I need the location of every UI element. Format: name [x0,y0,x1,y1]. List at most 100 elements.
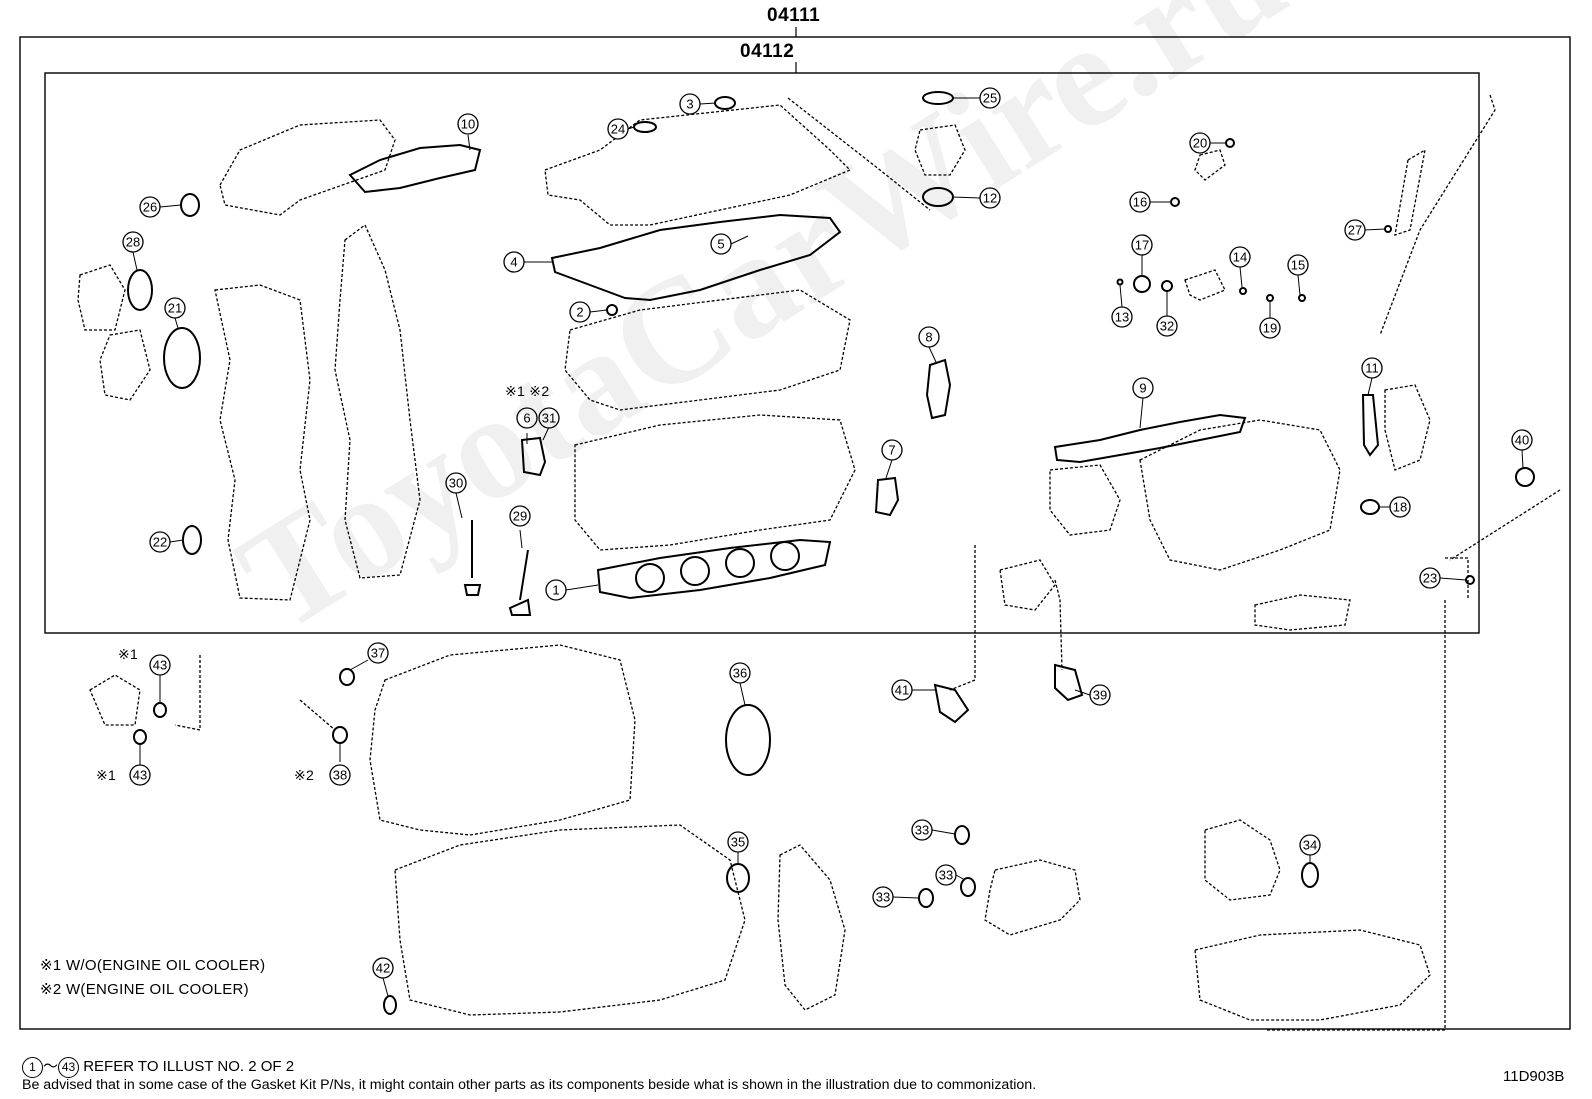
callout-circle [1229,246,1251,268]
timing-cover-inner-part [334,223,421,579]
callout-number: 35 [731,835,745,850]
note-without-oil-cooler: ※1 W/O(ENGINE OIL COOLER) [40,957,266,974]
callout-number: 22 [153,535,167,550]
callout-20: 20 [1189,132,1211,154]
callout-circle [1299,834,1321,856]
callout-circle [545,579,567,601]
callout-circle [1132,377,1154,399]
callout-number: 37 [371,646,385,661]
callout-circle [710,233,732,255]
gasket-12 [922,187,954,207]
seal-ring-36 [725,704,771,776]
callout-number: 12 [983,191,997,206]
callout-circle [727,831,749,853]
kit-04111-frame [19,36,1571,1030]
callout-number: 42 [376,961,390,976]
gasket-3 [714,96,736,110]
crankcase-part [394,824,746,1016]
callout-13: 13 [1111,306,1133,328]
callout-circle [979,187,1001,209]
callout-17: 17 [1131,234,1153,256]
gasket-19 [1266,294,1274,302]
callout-38: 38 [329,764,351,786]
oil-dipstick-part [1379,94,1496,336]
callout-circle [329,764,351,786]
callout-circle [1156,315,1178,337]
callout-number: 27 [1348,223,1362,238]
gasket-2 [606,304,618,316]
callout-number: 41 [895,683,909,698]
callout-circle [445,472,467,494]
intake-gasket [348,143,482,194]
gasket-43b [133,729,147,745]
callout-11: 11 [1361,357,1383,379]
callout-number: 1 [552,583,559,598]
callout-number: 38 [333,768,347,783]
marker-x1-bottom: ※1 [96,767,117,783]
callout-number: 39 [1093,688,1107,703]
gasket-14 [1239,287,1247,295]
callout-number: 17 [1135,238,1149,253]
callout-14: 14 [1229,246,1251,268]
marker-x2: ※2 [294,767,315,783]
gasket-27 [1384,225,1392,233]
gasket-43a [153,702,167,718]
kit-04112-label: 04112 [740,41,795,62]
callout-34: 34 [1299,834,1321,856]
oil-seal-26 [180,193,200,217]
callout-21: 21 [164,297,186,319]
callout-circle [367,642,389,664]
callout-circle [164,297,186,319]
callout-33: 33 [935,864,957,886]
callout-number: 20 [1193,136,1207,151]
callout-3: 3 [679,93,701,115]
timing-cover-part [214,284,311,601]
marker-x1x2: ※1 ※2 [505,383,550,399]
gasket-41 [933,683,970,724]
callout-10: 10 [457,113,479,135]
note-with-oil-cooler: ※2 W(ENGINE OIL COOLER) [40,981,249,998]
callout-37: 37 [367,642,389,664]
gasket-32 [1161,280,1173,292]
gasket-33c [918,888,934,908]
callout-circle [516,407,538,429]
range-separator: ～ [43,1058,59,1075]
callout-2: 2 [569,301,591,323]
oil-strainer-part [1254,594,1351,631]
illustration-code: 11D903B [1503,1068,1565,1085]
callout-41: 41 [891,679,913,701]
callout-circle [729,662,751,684]
callout-5: 5 [710,233,732,255]
callout-number: 3 [686,97,693,112]
callout-number: 40 [1515,433,1529,448]
callout-circle [1131,234,1153,256]
kit-04112-frame [44,72,1480,634]
callout-number: 11 [1365,361,1379,376]
callout-circle [1389,496,1411,518]
callout-circle [122,231,144,253]
callout-28: 28 [122,231,144,253]
gasket-25 [922,91,954,105]
callout-circle [979,87,1001,109]
gasket-17 [1133,275,1151,293]
callout-43: 43 [129,764,151,786]
callout-33: 33 [872,886,894,908]
callout-number: 13 [1115,310,1129,325]
gasket-11 [1361,394,1380,457]
callout-circle [1089,684,1111,706]
gasket-8 [925,358,952,420]
seal-ring-35 [726,863,750,893]
cylinder-head-gasket [596,538,832,600]
callout-31: 31 [538,407,560,429]
gasket-16 [1170,197,1180,207]
advisory-text: Be advised that in some case of the Gask… [22,1077,1037,1093]
callout-24: 24 [607,118,629,140]
oil-pan-part [1194,929,1431,1021]
callout-number: 30 [449,476,463,491]
water-pump-lower-part [1204,819,1281,901]
marker-x1-top: ※1 [118,646,139,662]
gasket-18 [1360,499,1380,515]
callout-18: 18 [1389,496,1411,518]
callout-number: 43 [153,658,167,673]
